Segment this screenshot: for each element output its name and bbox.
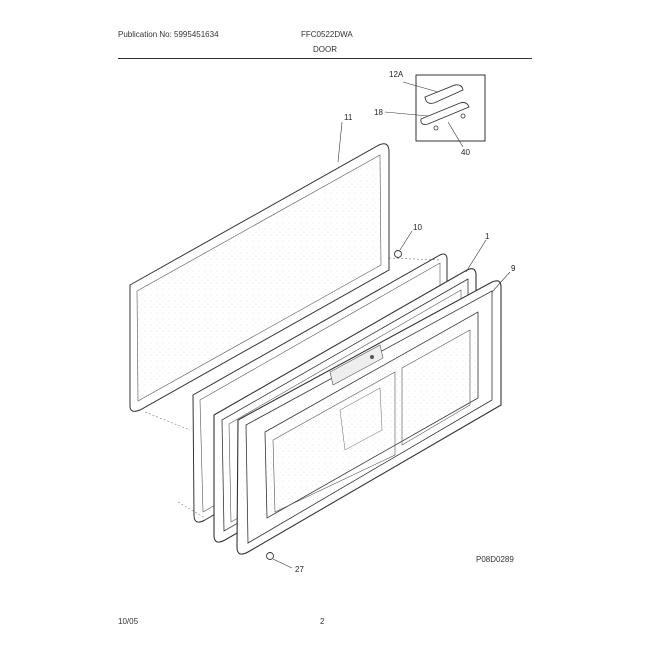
publication-number: Publication No: 5995451634 — [118, 30, 219, 39]
screw-27 — [266, 552, 274, 560]
inner-door-liner-9 — [236, 271, 511, 555]
assembly-guides — [144, 257, 441, 519]
callout-12a: 12A — [389, 70, 404, 79]
page-number: 2 — [320, 617, 325, 626]
screw-40-b — [460, 113, 466, 119]
model-number: FFC0522DWA — [301, 30, 353, 39]
callout-1: 1 — [485, 232, 490, 241]
screw-40-a — [433, 125, 439, 131]
header-rule — [118, 58, 532, 59]
handle-cap-12a — [424, 84, 464, 104]
panel-outer-skin-11 — [129, 121, 390, 412]
callout-40: 40 — [461, 148, 470, 157]
callout-27: 27 — [295, 565, 304, 574]
screw-10 — [394, 250, 402, 258]
handle-inset — [384, 74, 486, 148]
inset-frame — [415, 74, 486, 142]
callout-18: 18 — [374, 108, 383, 117]
footer-date: 10/05 — [118, 617, 139, 626]
callout-10: 10 — [413, 223, 422, 232]
handle-18 — [420, 102, 470, 125]
callout-9: 9 — [511, 264, 516, 273]
section-title: DOOR — [313, 45, 337, 54]
callout-11: 11 — [344, 113, 353, 122]
figure-reference: P08D0289 — [476, 555, 514, 564]
